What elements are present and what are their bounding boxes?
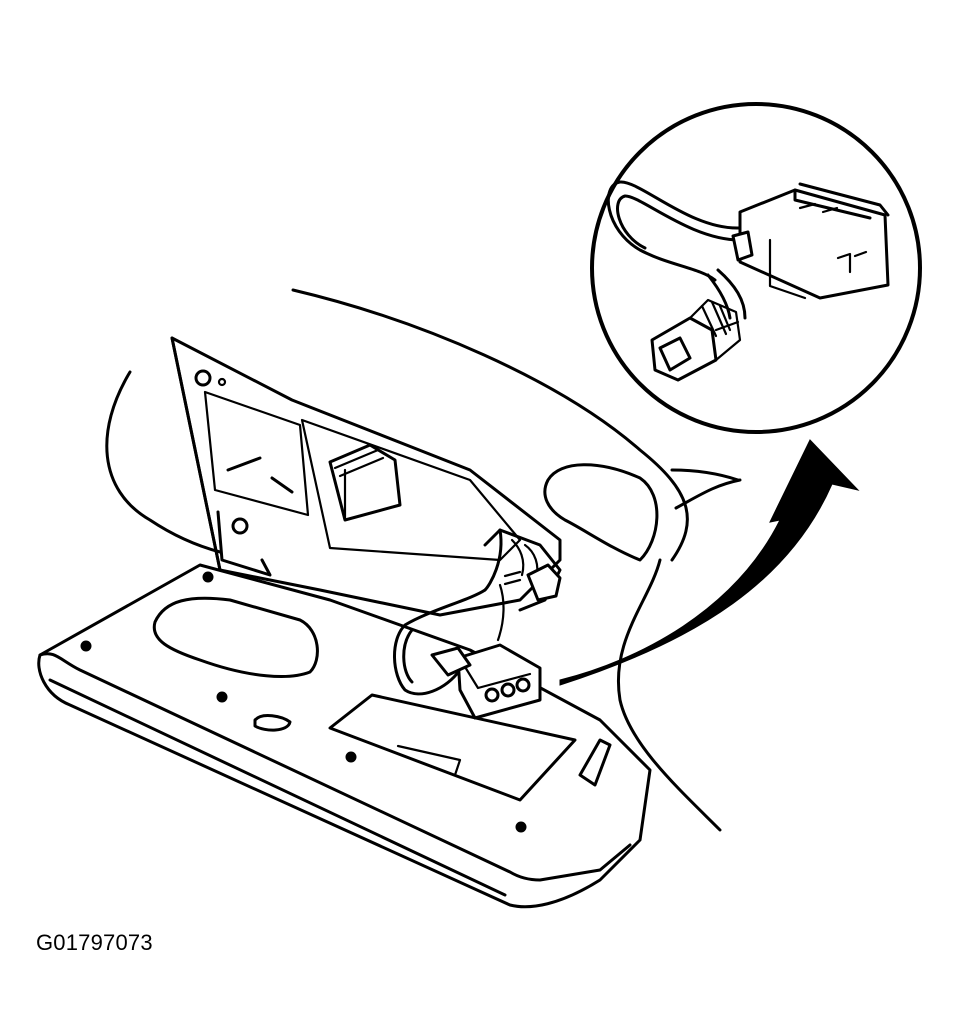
lamp-switch-and-harness [393,528,562,720]
instrument-panel-outline [105,288,742,832]
callout-arrow [559,439,860,686]
glove-box-inner-panel [170,336,659,617]
detail-inset [590,102,922,434]
glove-box-door [37,563,652,909]
figure-id-label: G01797073 [36,930,153,955]
